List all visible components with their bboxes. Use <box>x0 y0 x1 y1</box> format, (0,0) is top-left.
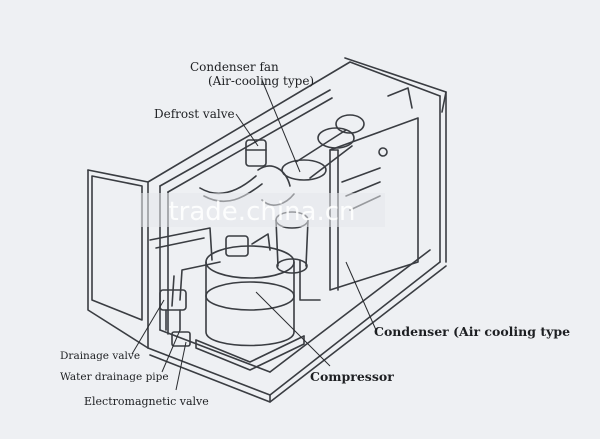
drainage-valve <box>159 289 187 331</box>
leader-defrost-valve <box>235 113 259 147</box>
leader-electromagnetic-valve <box>175 341 187 391</box>
label-drainage-valve: Drainage valve <box>60 350 140 362</box>
left-panel <box>91 175 143 321</box>
leader-compressor <box>255 291 331 367</box>
leader-condenser-fan <box>261 79 301 173</box>
label-water-drainage-pipe: Water drainage pipe <box>60 371 169 383</box>
leader-drainage-valve <box>131 299 165 355</box>
compressor <box>195 233 305 371</box>
condenser-coil <box>329 87 419 291</box>
watermark-text: trade.china.cn <box>168 197 355 227</box>
base-rails <box>159 249 431 373</box>
defrost-valve <box>245 139 267 167</box>
label-condenser-fan-type: (Air-cooling type) <box>208 74 314 88</box>
leader-water-drainage-pipe <box>161 329 181 373</box>
condenser-fan <box>281 114 365 181</box>
label-condenser-fan: Condenser fan <box>190 60 279 74</box>
label-compressor: Compressor <box>310 369 394 384</box>
leader-condenser <box>345 261 377 331</box>
label-defrost-valve: Defrost valve <box>154 107 235 121</box>
label-condenser: Condenser (Air cooling type <box>374 324 570 339</box>
electromagnetic-valve <box>171 331 191 347</box>
watermark: trade.china.cn <box>140 193 385 227</box>
label-electromagnetic-valve: Electromagnetic valve <box>84 395 209 408</box>
